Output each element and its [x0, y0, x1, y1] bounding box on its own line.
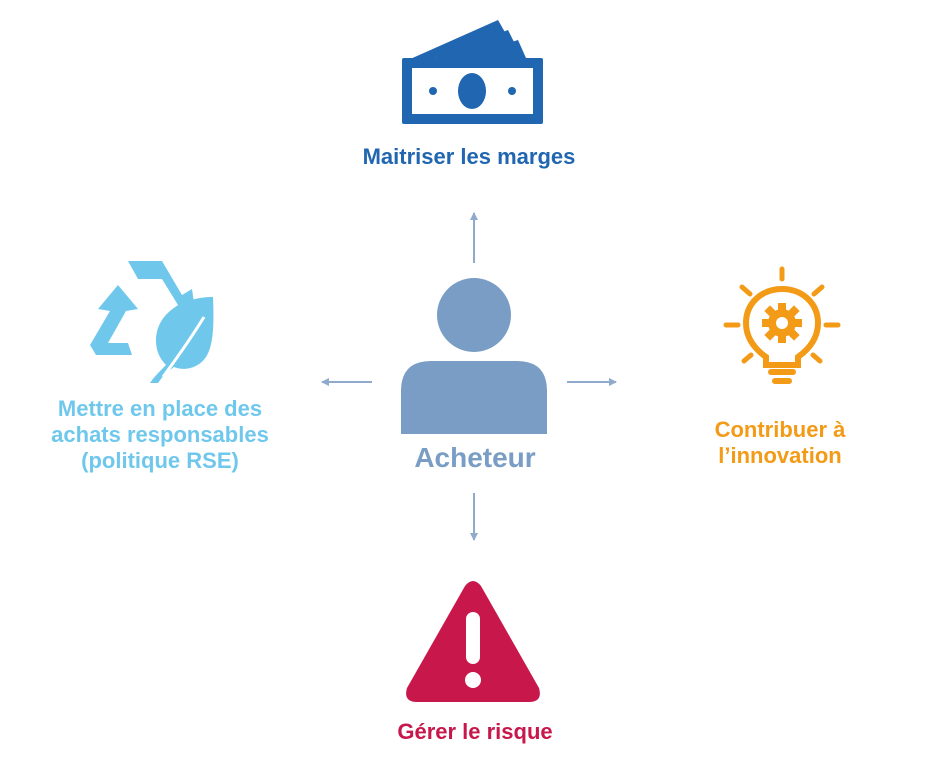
goal-label-right-line: l’innovation [718, 442, 842, 468]
warning-icon [403, 578, 543, 704]
goal-label-top: Maitriser les marges [362, 144, 576, 169]
recycle-leaf-icon [88, 255, 218, 385]
lightbulb-gear-icon [720, 265, 850, 390]
center-label: Acheteur [414, 442, 536, 473]
goal-label-right: Contribuer à l’innovation [680, 417, 880, 469]
goal-label-right-line: Contribuer à [714, 417, 846, 442]
person-icon [399, 277, 549, 434]
money-icon [400, 20, 545, 125]
goal-label-left-line: Mettre en place des [57, 396, 263, 421]
goal-label-bottom: Gérer le risque [397, 719, 553, 744]
goal-label-left-line: achats responsables [51, 421, 269, 447]
goal-label-left-line: (politique RSE) [81, 447, 239, 473]
goal-label-left: Mettre en place des achats responsables … [20, 396, 300, 474]
